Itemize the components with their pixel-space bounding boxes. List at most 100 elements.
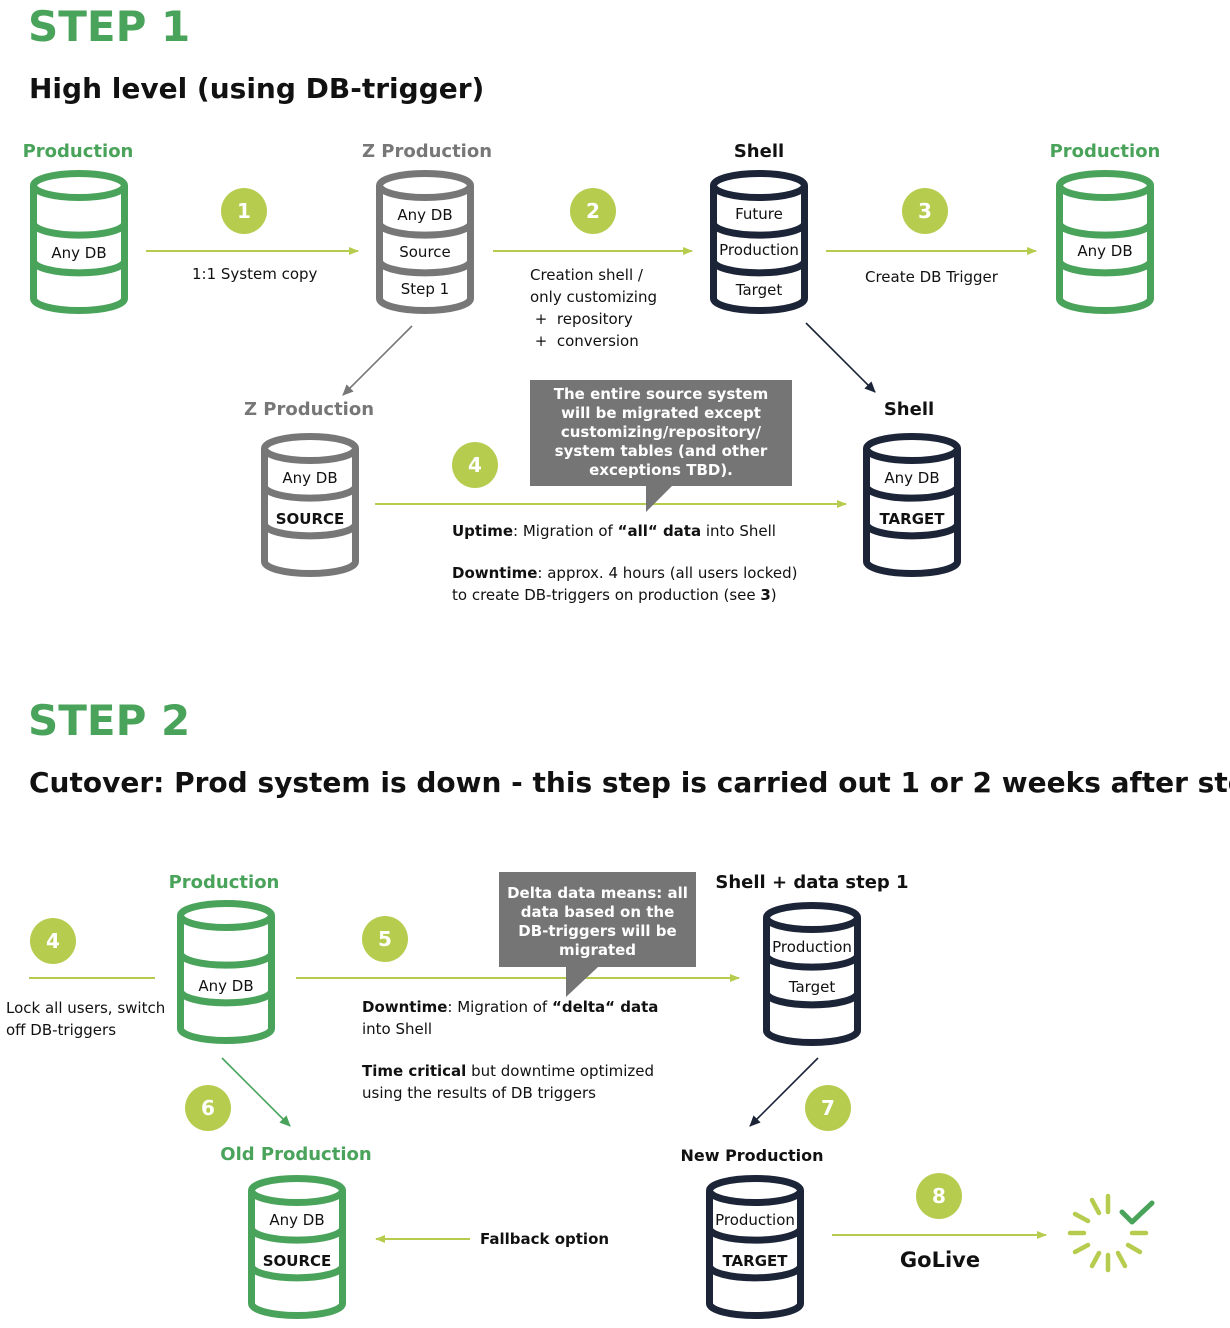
database-production-right: Any DB bbox=[1056, 170, 1154, 314]
node-label-shell: Shell bbox=[733, 141, 785, 162]
node-label-production-right: Production bbox=[1049, 141, 1161, 162]
edge-label-system-copy: 1:1 System copy bbox=[192, 265, 318, 283]
database-production: Any DB bbox=[177, 900, 275, 1044]
db-segment-bottom: Target bbox=[735, 281, 783, 299]
node-label-production: Production bbox=[22, 141, 134, 162]
database-shell-target: Any DB TARGET bbox=[863, 433, 961, 577]
db-segment-middle: Any DB bbox=[51, 244, 107, 262]
node-label-shell-data: Shell + data step 1 bbox=[715, 872, 909, 893]
db-segment-top: Any DB bbox=[397, 206, 453, 224]
node-label-old-production: Old Production bbox=[220, 1144, 372, 1165]
db-segment-middle: Any DB bbox=[1077, 242, 1133, 260]
database-z-production-source: Any DB SOURCE bbox=[261, 433, 359, 577]
database-cylinder-icon bbox=[863, 433, 961, 577]
callout-tail bbox=[566, 967, 598, 997]
step-badge-3: 3 bbox=[902, 188, 948, 234]
callout-source-migration: The entire source system will be migrate… bbox=[530, 380, 792, 486]
time-critical-label: Time critical bbox=[362, 1062, 467, 1080]
db-segment-middle: TARGET bbox=[879, 510, 945, 528]
db-segment-middle: Any DB bbox=[198, 977, 254, 995]
database-z-production: Any DB Source Step 1 bbox=[376, 170, 474, 314]
time-critical-text: Time critical but downtime optimized usi… bbox=[362, 1060, 654, 1104]
loading-check-icon bbox=[1067, 1193, 1155, 1273]
callout-tail bbox=[646, 486, 672, 512]
downtime-label: Downtime bbox=[362, 998, 448, 1016]
db-segment-top: Any DB bbox=[269, 1211, 325, 1229]
uptime-desc-end: into Shell bbox=[701, 522, 776, 540]
downtime-desc: : approx. 4 hours (all users locked) bbox=[537, 564, 798, 582]
fallback-option-label: Fallback option bbox=[480, 1230, 610, 1248]
time-critical-desc: but downtime optimized bbox=[466, 1062, 655, 1080]
step-badge-6: 6 bbox=[185, 1085, 231, 1131]
downtime-text: Downtime: approx. 4 hours (all users loc… bbox=[452, 562, 798, 606]
db-segment-top: Production bbox=[715, 1211, 795, 1229]
uptime-highlight: “all“ data bbox=[617, 522, 702, 540]
database-cylinder-icon bbox=[248, 1175, 346, 1319]
downtime-highlight: “delta“ data bbox=[551, 998, 659, 1016]
node-label-z-production: Z Production bbox=[361, 141, 493, 162]
database-cylinder-icon bbox=[376, 170, 474, 314]
edge-label-create-trigger: Create DB Trigger bbox=[865, 268, 998, 286]
db-segment-top: Future bbox=[735, 205, 783, 223]
uptime-label: Uptime bbox=[452, 522, 514, 540]
callout-delta-data: Delta data means: all data based on the … bbox=[499, 872, 696, 967]
edge-label-creation-shell: Creation shell / only customizing + repo… bbox=[530, 264, 657, 352]
database-shell: Future Production Target bbox=[710, 170, 808, 314]
node-label-shell-target: Shell bbox=[883, 399, 935, 420]
downtime-desc: : Migration of bbox=[447, 998, 552, 1016]
downtime-desc-line2: into Shell bbox=[362, 1020, 433, 1038]
node-label-z-production-source: Z Production bbox=[243, 399, 375, 420]
step2-title: STEP 2 bbox=[28, 696, 191, 745]
database-cylinder-icon bbox=[177, 900, 275, 1044]
database-new-production: Production TARGET bbox=[706, 1175, 804, 1319]
db-segment-top: Any DB bbox=[282, 469, 338, 487]
database-cylinder-icon bbox=[706, 1175, 804, 1319]
database-cylinder-icon bbox=[1056, 170, 1154, 314]
database-shell-data: Production Target bbox=[763, 902, 861, 1046]
node-label-new-production: New Production bbox=[680, 1146, 824, 1165]
step-badge-8: 8 bbox=[916, 1173, 962, 1219]
arrow-shell-down bbox=[805, 322, 876, 393]
database-production: Any DB bbox=[30, 170, 128, 314]
database-cylinder-icon bbox=[763, 902, 861, 1046]
database-cylinder-icon bbox=[261, 433, 359, 577]
arrow-zprod-down bbox=[342, 325, 413, 396]
downtime-label: Downtime bbox=[452, 564, 538, 582]
downtime-ref: 3 bbox=[760, 586, 771, 604]
db-segment-middle: SOURCE bbox=[262, 1252, 332, 1270]
db-segment-bottom: Step 1 bbox=[400, 280, 450, 298]
golive-label: GoLive bbox=[899, 1248, 981, 1272]
time-critical-desc-line2: using the results of DB triggers bbox=[362, 1084, 596, 1102]
edge-label-line: Creation shell / bbox=[530, 266, 643, 284]
node-label-production: Production bbox=[168, 872, 280, 893]
lock-users-line: off DB-triggers bbox=[6, 1021, 117, 1039]
edge-label-line: only customizing bbox=[530, 288, 657, 306]
step-badge-5: 5 bbox=[362, 916, 408, 962]
step-badge-4: 4 bbox=[30, 918, 76, 964]
step-badge-2: 2 bbox=[570, 188, 616, 234]
database-old-production: Any DB SOURCE bbox=[248, 1175, 346, 1319]
db-segment-middle: Source bbox=[399, 243, 451, 261]
uptime-desc: : Migration of bbox=[513, 522, 618, 540]
db-segment-middle: TARGET bbox=[722, 1252, 788, 1270]
arrow-step2-7 bbox=[749, 1057, 819, 1127]
step-badge-4: 4 bbox=[452, 442, 498, 488]
db-segment-top: Production bbox=[772, 938, 852, 956]
step2-subtitle: Cutover: Prod system is down - this step… bbox=[29, 766, 1230, 799]
arrow-step2-6 bbox=[221, 1057, 291, 1127]
lock-users-text: Lock all users, switch off DB-triggers bbox=[6, 997, 165, 1041]
db-segment-middle: Target bbox=[788, 978, 836, 996]
step-badge-1: 1 bbox=[221, 188, 267, 234]
step-badge-7: 7 bbox=[805, 1085, 851, 1131]
lock-users-line: Lock all users, switch bbox=[6, 999, 166, 1017]
db-segment-middle: Production bbox=[719, 241, 799, 259]
edge-label-line: + repository bbox=[530, 310, 633, 328]
uptime-text: Uptime: Migration of “all“ data into She… bbox=[452, 520, 776, 542]
db-segment-top: Any DB bbox=[884, 469, 940, 487]
step1-title: STEP 1 bbox=[28, 2, 191, 51]
edge-label-line: + conversion bbox=[530, 332, 639, 350]
db-segment-middle: SOURCE bbox=[275, 510, 345, 528]
step1-subtitle: High level (using DB-trigger) bbox=[29, 72, 485, 105]
downtime-desc-end: ) bbox=[770, 586, 777, 604]
